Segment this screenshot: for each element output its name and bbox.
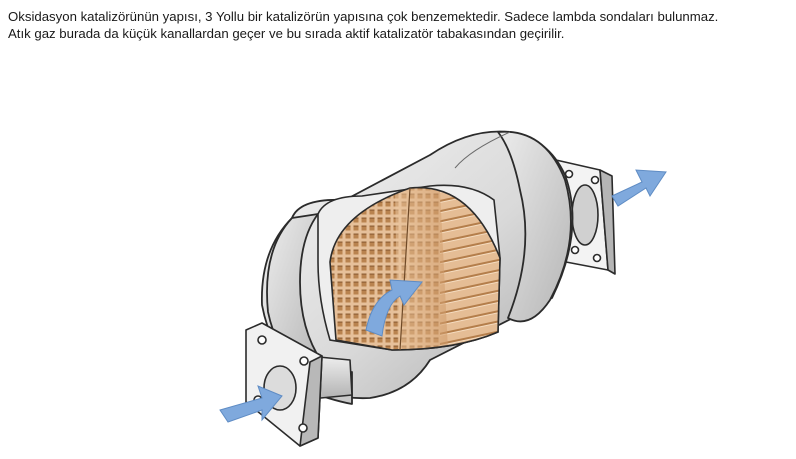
flange-bolt-hole	[298, 423, 308, 433]
caption-line-1: Oksidasyon katalizörünün yapısı, 3 Yollu…	[8, 9, 719, 24]
inlet-arrow-icon	[219, 385, 283, 423]
flange-bolt-hole	[570, 245, 580, 255]
exhaust-flow-arrows	[219, 169, 667, 423]
catalyst-cutaway	[317, 184, 501, 351]
caption: Oksidasyon katalizörünün yapısı, 3 Yollu…	[8, 8, 792, 42]
outlet-arrow-icon	[611, 169, 667, 207]
caption-line-2: Atık gaz burada da küçük kanallardan geç…	[8, 26, 565, 41]
flange-bolt-hole	[257, 335, 267, 345]
flange-bolt-hole	[299, 356, 309, 366]
flange-bolt-hole	[590, 175, 600, 185]
through-flow-arrow-icon	[365, 279, 423, 337]
flange-bolt-hole	[564, 169, 574, 179]
flange-bolt-hole	[592, 253, 602, 263]
